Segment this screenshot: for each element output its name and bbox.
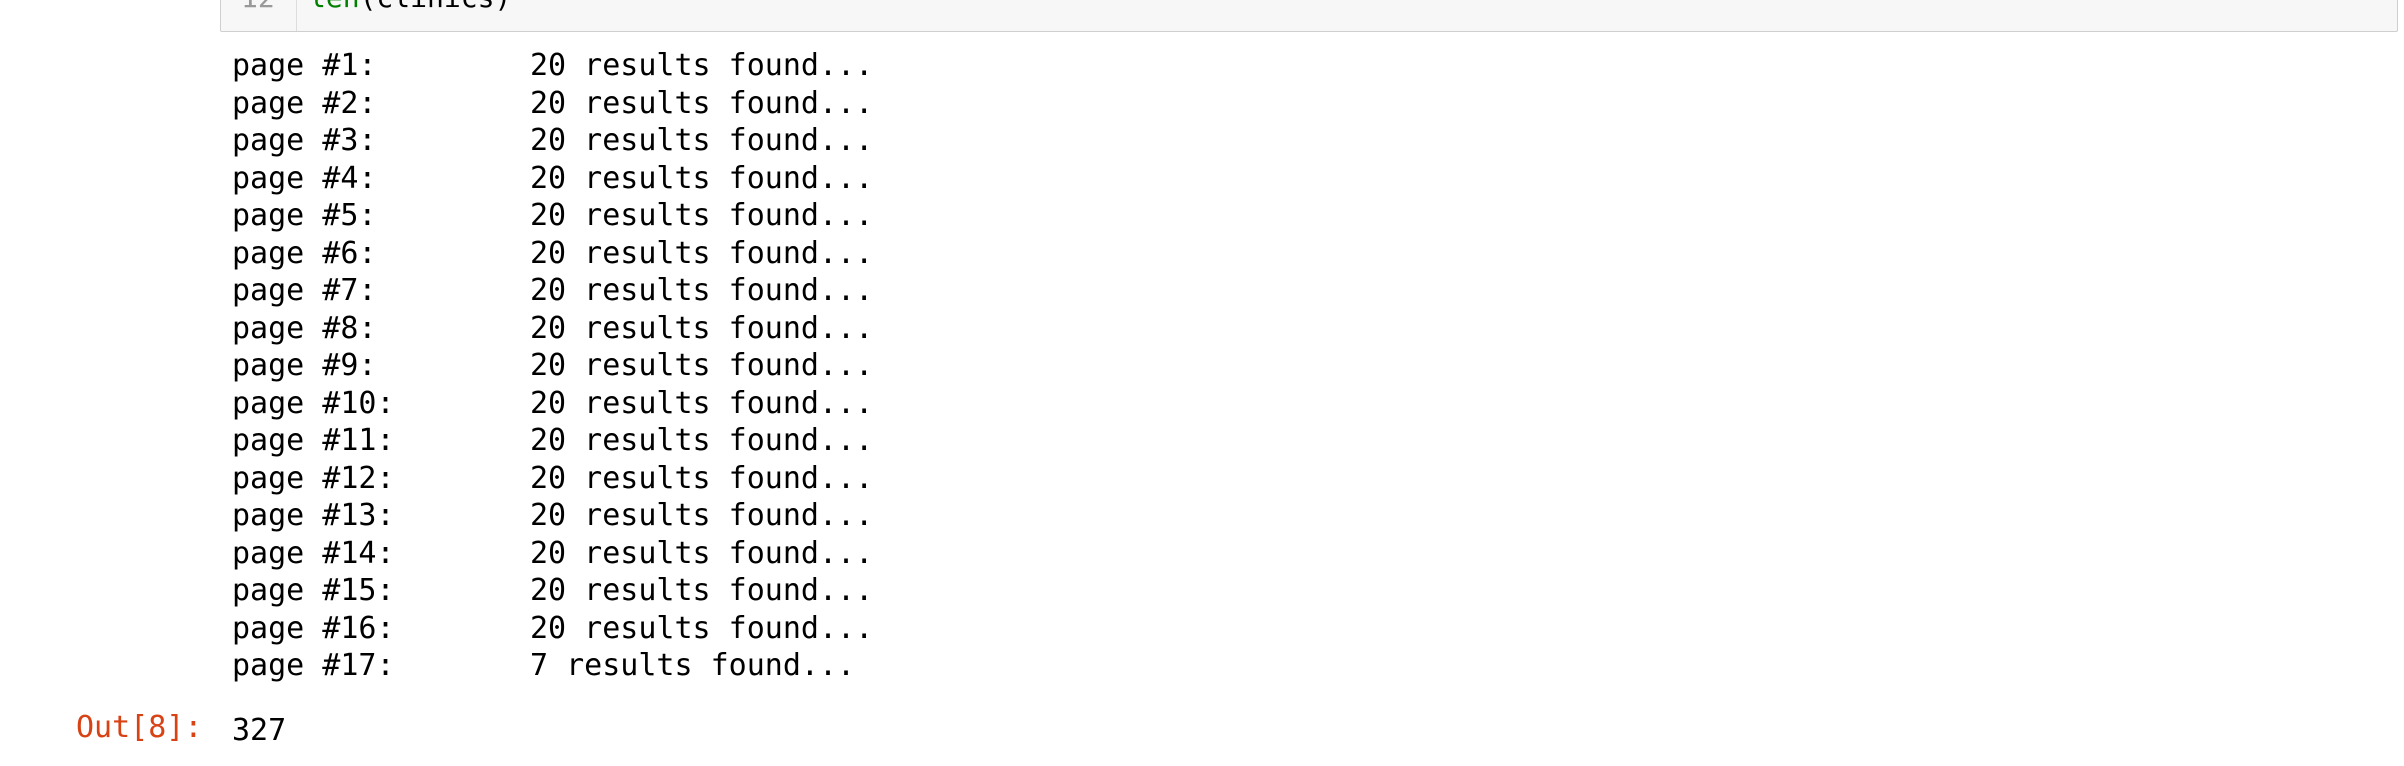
stdout-result-text: 20 results found... xyxy=(530,498,874,533)
stdout-result-text: 20 results found... xyxy=(530,85,874,121)
stdout-result-text: 20 results found... xyxy=(530,610,874,646)
stdout-page-label: page #15: xyxy=(232,573,395,608)
stdout-page-label: page #10: xyxy=(232,385,395,421)
stdout-result-text: 20 results found... xyxy=(530,423,874,458)
stdout-line: page #10: 20 results found... xyxy=(232,385,873,423)
stdout-page-label: page #17: xyxy=(232,648,395,683)
stdout-page-label: page #8: xyxy=(232,310,377,346)
stdout-line: page #9: 20 results found... xyxy=(232,347,873,385)
stdout-result-text: 20 results found... xyxy=(530,235,874,271)
stdout-line: page #16: 20 results found... xyxy=(232,610,873,648)
stdout-page-label: page #11: xyxy=(232,423,395,458)
stdout-page-label: page #2: xyxy=(232,85,377,121)
stdout-line: page #11: 20 results found... xyxy=(232,422,873,460)
stdout-result-text: 20 results found... xyxy=(530,573,874,608)
stdout-page-label: page #16: xyxy=(232,610,395,646)
code-builtin-function: len xyxy=(309,0,360,14)
stdout-line: page #5: 20 results found... xyxy=(232,197,873,235)
stdout-page-label: page #14: xyxy=(232,535,395,571)
stdout-page-label: page #5: xyxy=(232,198,377,233)
stdout-line: page #4: 20 results found... xyxy=(232,160,873,198)
stdout-page-label: page #9: xyxy=(232,348,377,383)
code-line[interactable]: len(clinics) xyxy=(309,0,511,12)
stdout-result-text: 20 results found... xyxy=(530,123,874,158)
stdout-line: page #12: 20 results found... xyxy=(232,460,873,498)
stdout-line: page #7: 20 results found... xyxy=(232,272,873,310)
output-value: 327 xyxy=(232,713,287,748)
stdout-page-label: page #12: xyxy=(232,460,395,496)
code-arguments: (clinics) xyxy=(360,0,512,14)
stdout-result-text: 20 results found... xyxy=(530,348,874,383)
stdout-line: page #8: 20 results found... xyxy=(232,310,873,348)
stdout-line: page #13: 20 results found... xyxy=(232,497,873,535)
code-cell-input[interactable]: 12 len(clinics) xyxy=(220,0,2398,32)
line-number-gutter: 12 xyxy=(221,0,297,31)
stdout-line: page #1: 20 results found... xyxy=(232,47,873,85)
stdout-page-label: page #3: xyxy=(232,123,377,158)
stdout-result-text: 20 results found... xyxy=(530,198,874,233)
stdout-page-label: page #1: xyxy=(232,48,377,83)
output-prompt: Out[8]: xyxy=(76,710,203,745)
stdout-line: page #6: 20 results found... xyxy=(232,235,873,273)
stdout-line: page #2: 20 results found... xyxy=(232,85,873,123)
stdout-result-text: 20 results found... xyxy=(530,385,874,421)
stdout-page-label: page #4: xyxy=(232,160,377,196)
stdout-page-label: page #7: xyxy=(232,273,377,308)
stdout-line: page #17: 7 results found... xyxy=(232,647,873,685)
stdout-result-text: 20 results found... xyxy=(530,310,874,346)
stdout-line: page #14: 20 results found... xyxy=(232,535,873,573)
stdout-result-text: 20 results found... xyxy=(530,535,874,571)
stdout-result-text: 7 results found... xyxy=(530,648,856,683)
cell-stdout: page #1: 20 results found... page #2: 20 re… xyxy=(232,47,873,685)
stdout-page-label: page #6: xyxy=(232,235,377,271)
line-number: 12 xyxy=(241,0,275,12)
stdout-page-label: page #13: xyxy=(232,498,395,533)
stdout-line: page #3: 20 results found... xyxy=(232,122,873,160)
stdout-result-text: 20 results found... xyxy=(530,460,874,496)
stdout-result-text: 20 results found... xyxy=(530,48,874,83)
stdout-result-text: 20 results found... xyxy=(530,160,874,196)
stdout-result-text: 20 results found... xyxy=(530,273,874,308)
stdout-line: page #15: 20 results found... xyxy=(232,572,873,610)
